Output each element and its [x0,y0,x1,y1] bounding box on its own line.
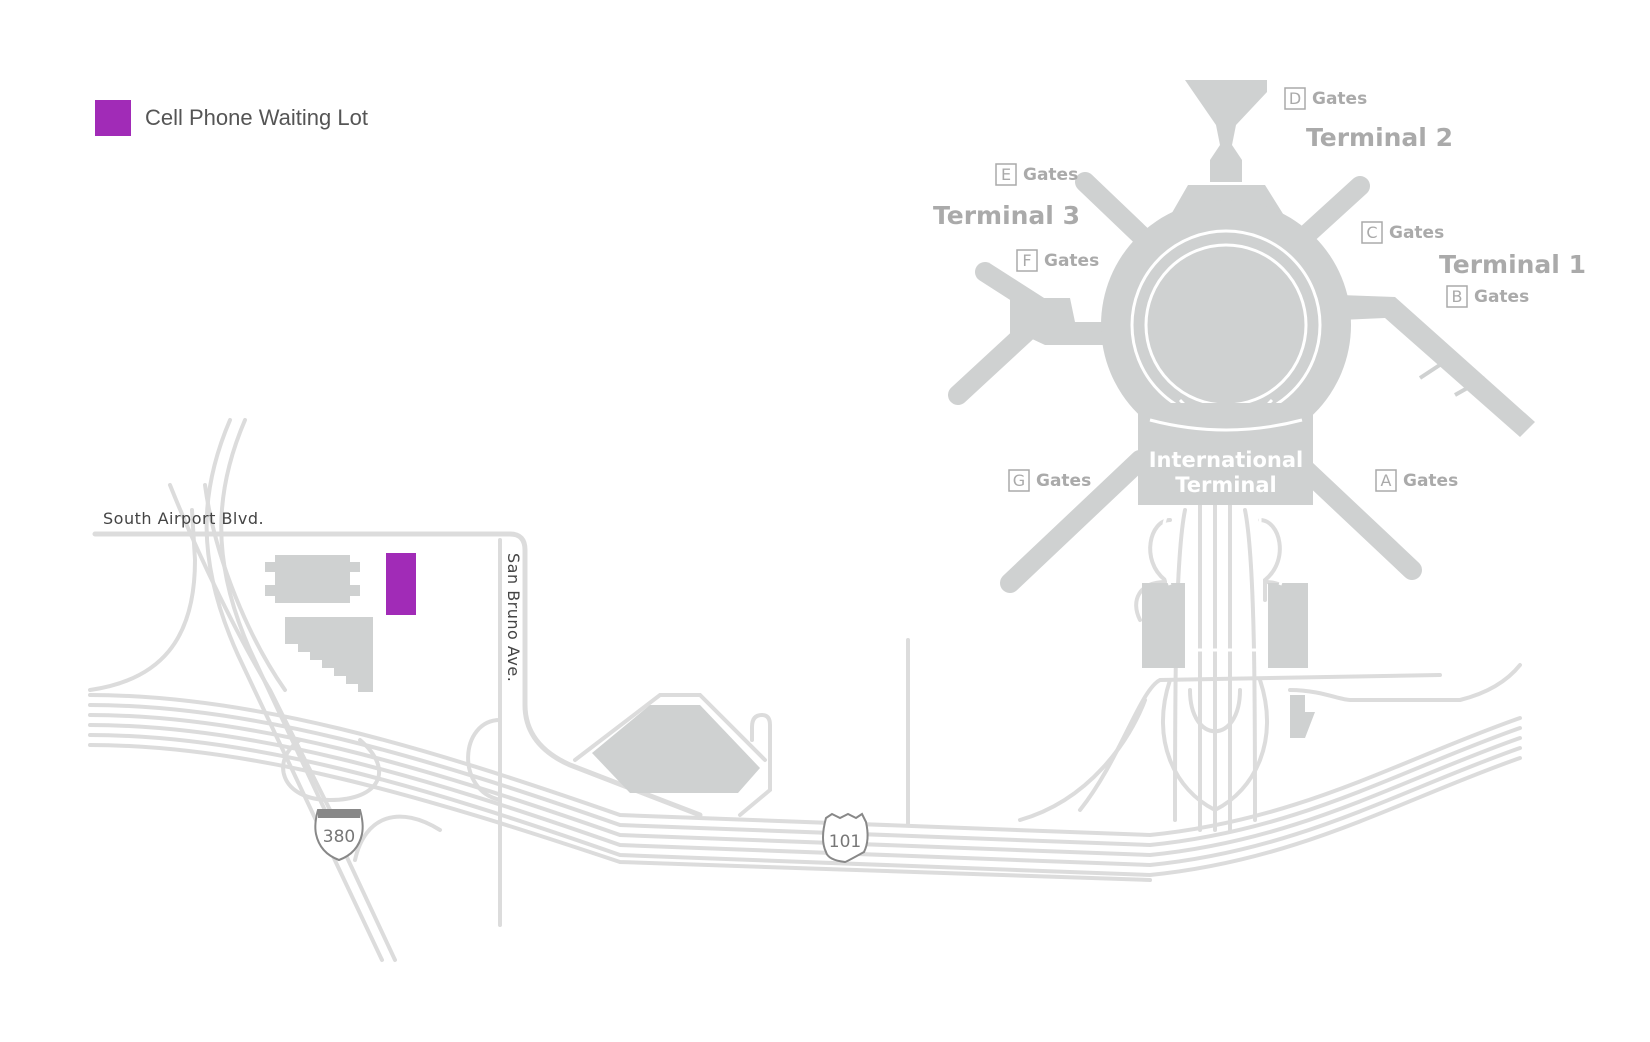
gate-c-word: Gates [1389,223,1444,243]
terminal-3-label: Terminal 3 [933,201,1080,230]
us101-label: 101 [829,832,861,852]
san-bruno-ave-label: San Bruno Ave. [504,553,523,682]
gate-f-label[interactable]: F Gates [1016,249,1099,272]
interstate-380 [88,418,442,962]
gate-a-letter: A [1381,471,1392,490]
gate-d-word: Gates [1312,89,1367,109]
legend-swatch [95,100,131,136]
intl-terminal-label-2: Terminal [1175,473,1277,497]
gate-e-label[interactable]: E Gates [995,163,1078,186]
gate-g-word: Gates [1036,471,1091,491]
international-terminal [1138,403,1313,505]
cell-phone-waiting-lot[interactable] [386,553,416,615]
us101-shield: 101 [822,812,869,864]
terminal-complex [948,80,1535,738]
map-labels: Terminal 2 Terminal 3 Terminal 1 Interna… [103,87,1586,682]
gate-c-letter: C [1366,223,1377,242]
gate-a-label[interactable]: A Gates [1375,469,1458,492]
gate-e-word: Gates [1023,165,1078,185]
stepped-building [285,617,373,692]
gate-b-letter: B [1452,287,1463,306]
gate-g-letter: G [1013,471,1025,490]
west-parking-buildings [265,555,373,692]
parking-garage [265,555,360,603]
gate-f-letter: F [1022,251,1031,270]
i380-label: 380 [323,827,355,847]
intl-terminal-label-1: International [1149,448,1304,472]
gate-c-label[interactable]: C Gates [1361,221,1444,244]
parking-lot-hexagon [592,705,760,793]
legend-label: Cell Phone Waiting Lot [145,105,368,130]
gate-b-label[interactable]: B Gates [1446,285,1529,308]
gate-g-label[interactable]: G Gates [1008,469,1091,492]
map-legend: Cell Phone Waiting Lot [95,100,368,136]
highway-101 [88,693,1522,882]
terminal-2-label: Terminal 2 [1306,123,1453,152]
south-airport-blvd [92,531,703,818]
i380-shield: 380 [314,809,364,862]
south-airport-blvd-label: South Airport Blvd. [103,509,264,528]
gate-f-word: Gates [1044,251,1099,271]
gate-e-letter: E [1001,165,1011,184]
gate-d-letter: D [1289,89,1301,108]
gate-d-label[interactable]: D Gates [1284,87,1367,110]
gate-b-word: Gates [1474,287,1529,307]
gate-a-word: Gates [1403,471,1458,491]
terminal-1-label: Terminal 1 [1439,250,1586,279]
